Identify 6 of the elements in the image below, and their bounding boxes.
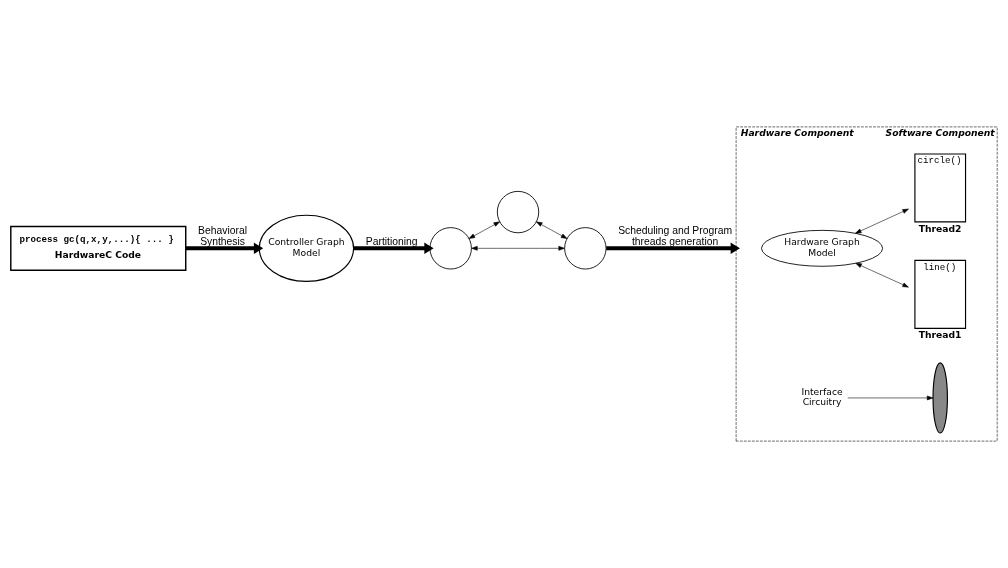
- edge-label: Behavioral Synthesis: [198, 224, 248, 248]
- node-label: Thread1: [918, 328, 962, 340]
- node-label: Thread2: [918, 222, 962, 234]
- edge-label: Scheduling and Program threads generation: [618, 224, 733, 248]
- edge-label: Partitioning: [365, 236, 418, 248]
- node-text: Interface Circuitry: [801, 385, 843, 408]
